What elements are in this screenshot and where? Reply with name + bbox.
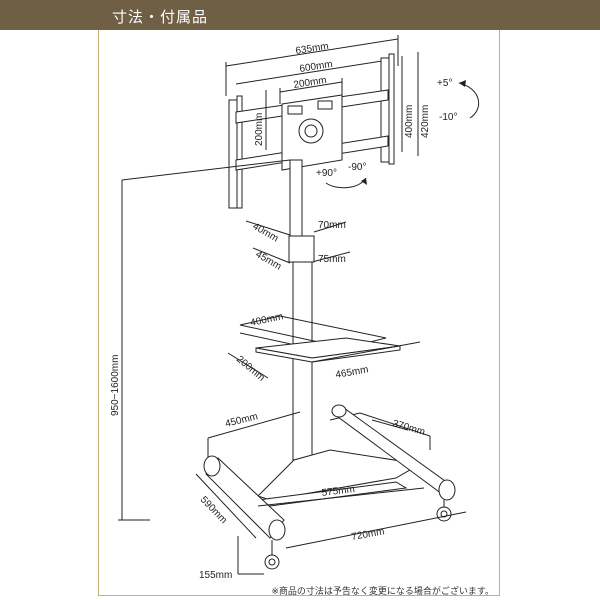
label-swivel-left: +90° [316,168,337,179]
content-frame [98,30,500,596]
vesa-bracket [228,53,395,209]
label-pole-depth-top: 40mm [251,221,281,244]
page-title: 寸法・付属品 [112,8,209,26]
pole [288,159,315,463]
dim-line-600 [235,59,389,85]
label-mount-center: 200mm [293,75,328,91]
label-pole-width-low: 75mm [318,254,346,265]
label-shelf-length: 465mm [335,364,370,381]
label-pole-width-top: 70mm [318,220,346,231]
label-pole-depth-low: 45mm [254,249,284,272]
base-frame [203,404,456,570]
swivel-arc [325,177,367,189]
dim-line-200-top [279,78,343,104]
dim-line-155 [237,536,264,575]
label-base-span: 575mm [321,484,355,499]
label-mount-width: 600mm [299,59,334,75]
label-mount-height-small: 200mm [254,113,265,146]
tilt-arc [458,80,480,119]
label-total-height: 950~1600mm [110,355,121,416]
dim-line-575 [257,487,425,507]
label-shelf-depth: 200mm [234,354,267,384]
shelf [227,315,421,379]
label-base-side: 370mm [391,418,426,438]
label-total-width: 635mm [295,41,330,57]
dim-line-635 [225,35,399,96]
dim-line-total-height [118,159,291,521]
label-mount-height-large: 420mm [420,105,431,138]
label-tilt-up: +5° [437,78,452,89]
footnote: ※商品の寸法は予告なく変更になる場合がございます。 [271,587,494,597]
label-mount-height-mid: 400mm [404,105,415,138]
header-bar: 寸法・付属品 [0,0,600,30]
label-swivel-right: -90° [348,162,366,173]
label-base-front: 450mm [224,411,259,430]
label-base-depth: 590mm [198,494,229,526]
dim-line-720 [285,511,467,549]
label-tilt-down: -10° [439,112,457,123]
label-shelf-width: 400mm [249,311,284,329]
label-caster-height: 155mm [199,570,232,581]
label-base-width: 720mm [351,526,386,543]
dim-line-590 [195,473,257,539]
